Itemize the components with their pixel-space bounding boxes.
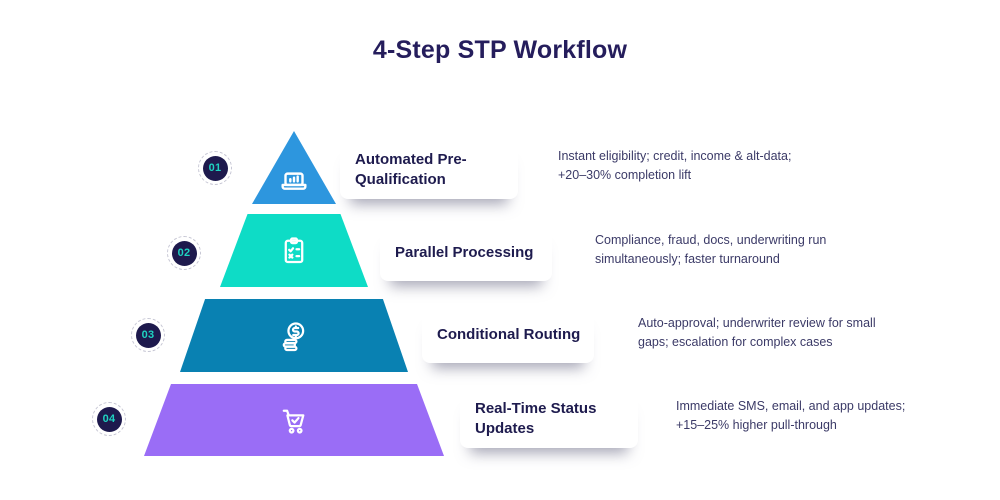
pyramid-layer-2 (220, 214, 368, 287)
step-2-number-badge: 02 (171, 240, 197, 266)
money-coins-icon (276, 318, 312, 354)
pyramid-layer-4 (144, 384, 444, 456)
step-2-title-card: Parallel Processing (380, 225, 552, 281)
step-3-title: Conditional Routing (437, 325, 581, 343)
step-2-badge-ring: 02 (167, 236, 201, 270)
cart-check-icon (276, 402, 312, 438)
step-3-badge-ring: 03 (131, 318, 165, 352)
step-3-number-badge: 03 (135, 322, 161, 348)
pyramid-layer-1 (252, 131, 336, 204)
step-4-title: Real-Time Status Updates (475, 399, 597, 437)
step-1-number-badge: 01 (202, 155, 228, 181)
step-4-number-badge: 04 (96, 406, 122, 432)
step-4-description: Immediate SMS, email, and app updates; +… (676, 399, 906, 433)
step-4-badge-ring: 04 (92, 402, 126, 436)
step-3-title-card: Conditional Routing (422, 307, 594, 363)
clipboard-checklist-icon (277, 234, 311, 268)
step-2-description: Compliance, fraud, docs, underwriting ru… (595, 233, 827, 267)
page-title: 4-Step STP Workflow (372, 36, 628, 64)
laptop-chart-icon (277, 163, 311, 197)
pyramid-layer-3 (180, 299, 408, 372)
step-1-title: Automated Pre- Qualification (355, 150, 467, 188)
step-1-badge-ring: 01 (198, 151, 232, 185)
step-1-description: Instant eligibility; credit, income & al… (558, 149, 792, 183)
step-1-title-card: Automated Pre- Qualification (340, 141, 518, 199)
step-3-description: Auto-approval; underwriter review for sm… (638, 316, 876, 350)
step-2-title: Parallel Processing (395, 243, 534, 261)
step-4-title-card: Real-Time Status Updates (460, 390, 638, 448)
